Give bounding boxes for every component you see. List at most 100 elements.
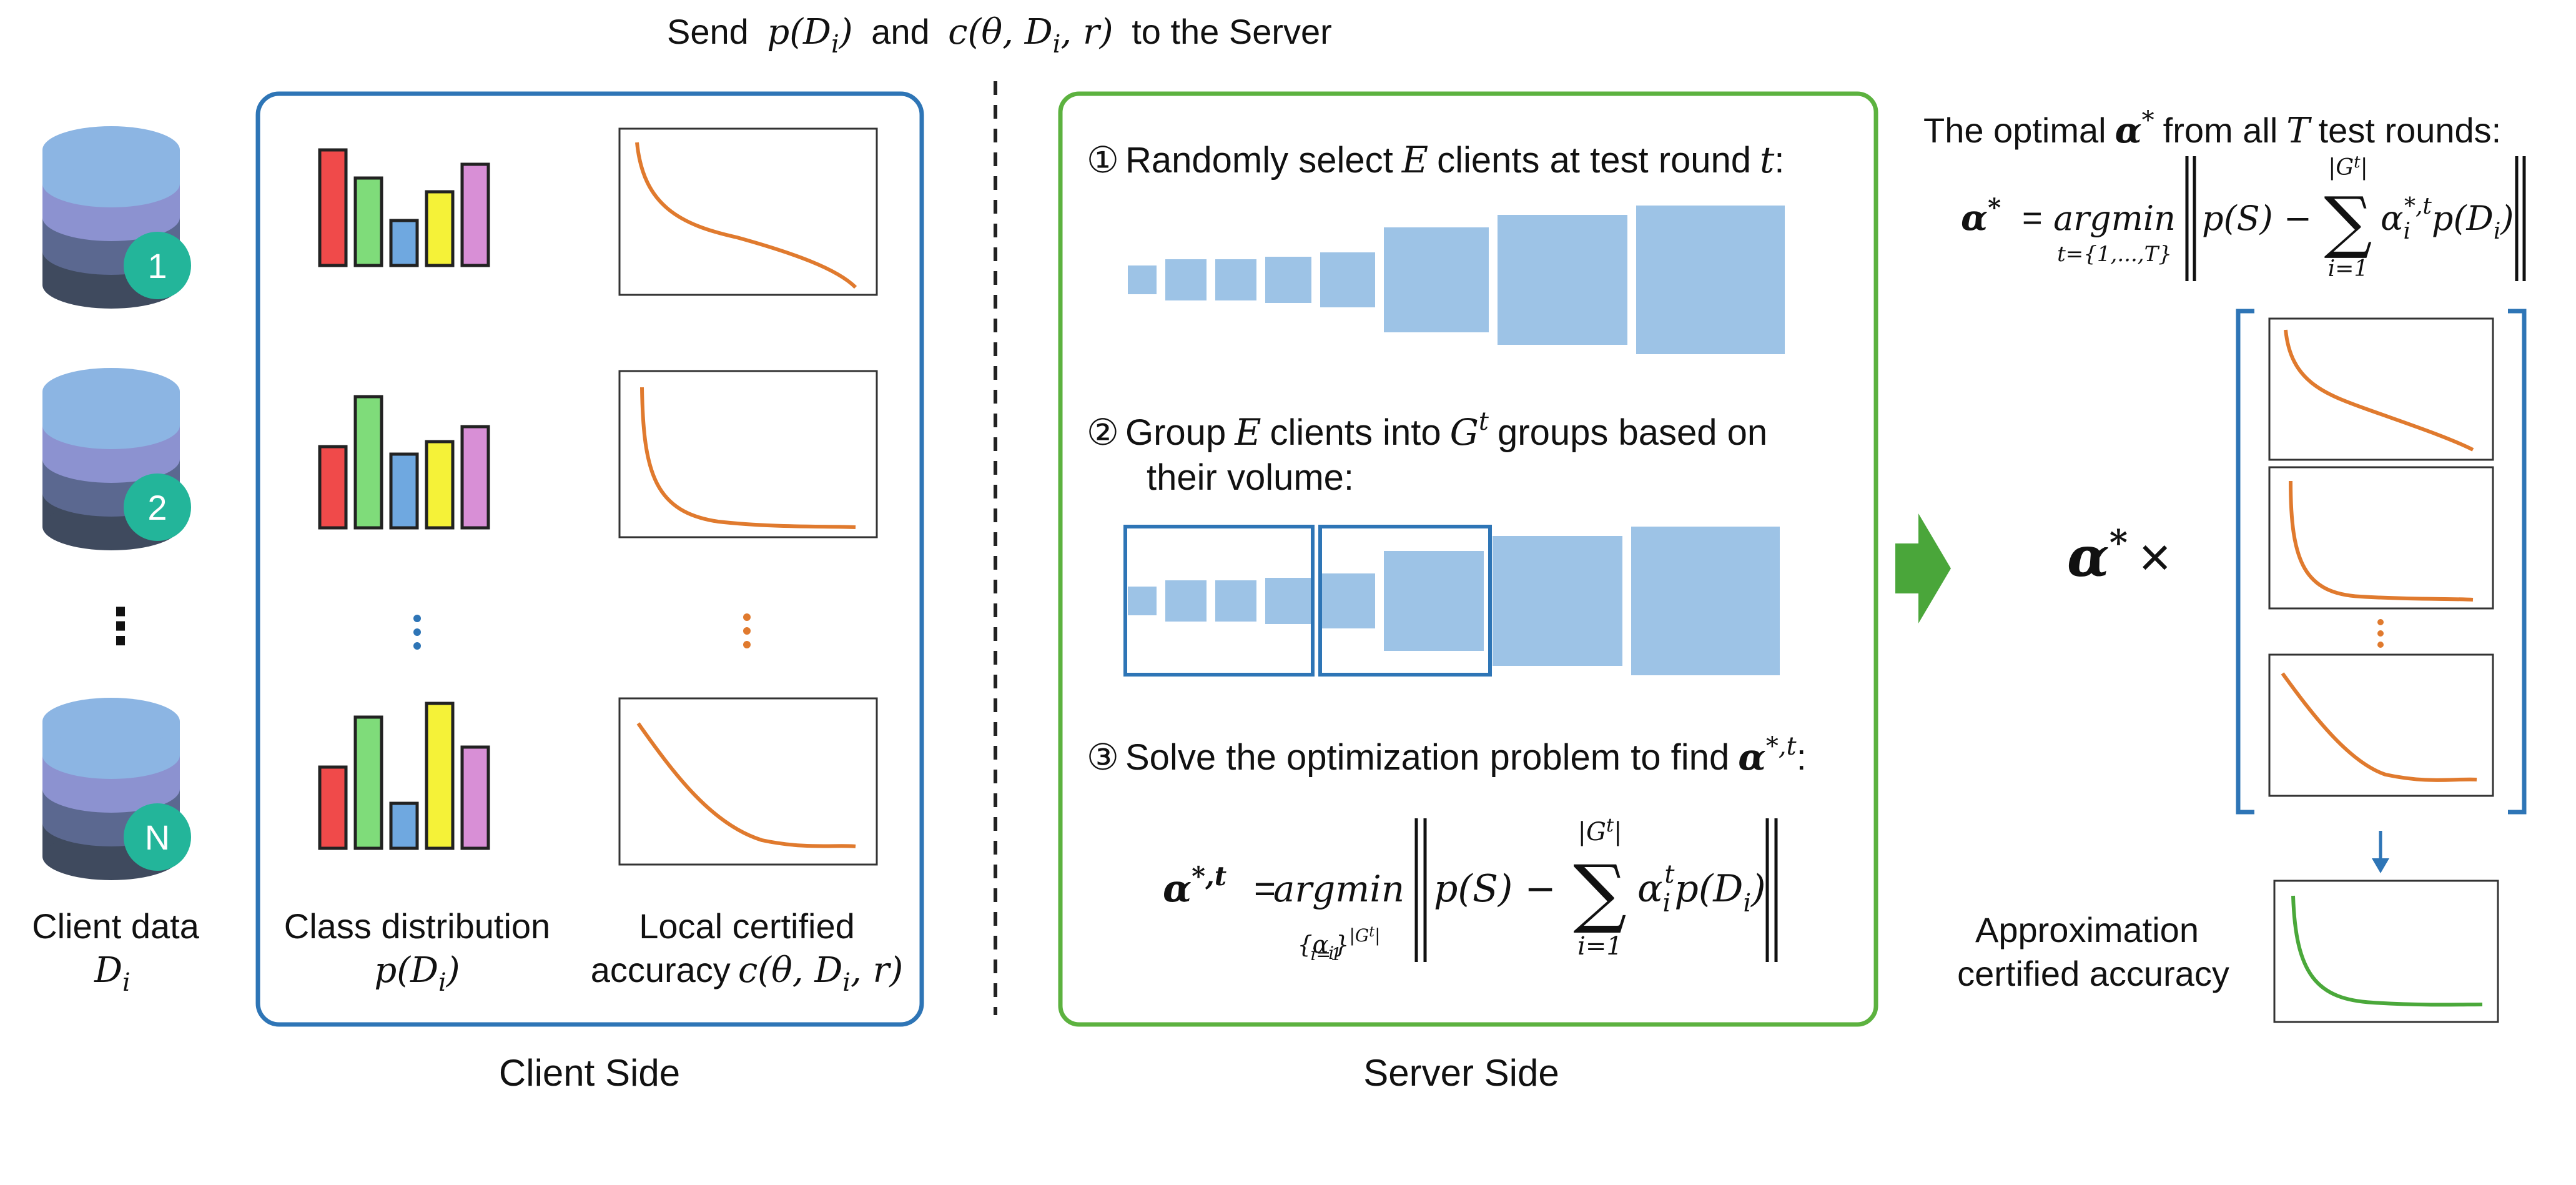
header-text: Send p(Di) and c(θ, Di, r) to the Server (667, 12, 1332, 59)
server-argmin-sub-close: } (1334, 931, 1349, 958)
class-bar (318, 765, 348, 850)
client-badge (124, 232, 191, 299)
right-term-sub: i (2403, 219, 2411, 244)
class-dist-sub: i (438, 968, 447, 997)
class-dist-p: p(D (374, 950, 438, 991)
step1-b: clients at test round (1437, 140, 1751, 181)
local-acc-sub: i (842, 968, 851, 997)
approximation-curve (2291, 895, 2483, 1007)
class-bar (318, 445, 348, 530)
right-term-close: ) (2500, 199, 2514, 238)
server-term-close: ) (1750, 867, 1765, 911)
right-eq-ps: p(S) − (2202, 199, 2312, 238)
local-accuracy-plots (618, 127, 878, 866)
server-sum-top-close: | (1614, 818, 1622, 846)
approx-label-2: certified accuracy (1957, 954, 2229, 993)
client-volume-square (1320, 573, 1375, 628)
server-eq-term: αitp(Di) (1637, 860, 1766, 918)
server-term-sub: i (1663, 889, 1671, 918)
local-accuracy-curve-3 (636, 722, 856, 848)
server-eq-alpha: α (1163, 867, 1192, 911)
client-volume-square (1265, 257, 1311, 303)
group-box-2 (1318, 525, 1492, 677)
right-eq-term: αi*,tp(Di) (2381, 194, 2514, 244)
bracket-ellipsis (2377, 619, 2384, 648)
step2-b: clients into (1270, 412, 1441, 453)
step1-num: ① (1087, 140, 1119, 181)
server-equation: α*,t = argmin {αi}|Gt|i=1 p(S) − ∑ |Gt| … (1163, 815, 1778, 964)
bracket-left (2236, 309, 2254, 815)
client-volume-square (1636, 206, 1785, 354)
step3-num: ③ (1087, 737, 1119, 778)
right-eq-alpha: α (1961, 197, 1988, 239)
right-eq-sum-top: |Gt| (2328, 153, 2367, 181)
client-volume-square (1631, 527, 1780, 675)
server-eq-sum: ∑ (1573, 850, 1627, 936)
header-p-di-sub: i (831, 30, 839, 59)
alpha-times: α* × (2067, 522, 2171, 589)
header-p-di-close: ) (839, 12, 853, 52)
optimal-sup: * (2142, 106, 2154, 135)
bracket-curve-2 (2289, 480, 2474, 602)
client-volume-square (1165, 259, 1207, 300)
class-distribution-chart (318, 395, 490, 530)
server-argmin-sub-i: i (1328, 943, 1334, 963)
client-volume-square (1384, 227, 1489, 332)
client-data-var: Di (94, 950, 131, 997)
right-eq-equals: = (2022, 198, 2043, 237)
times-sign: × (2139, 526, 2171, 588)
client-volume-square (1384, 551, 1484, 651)
svg-text:Send p(Di) and: Send p(Di) and c(θ, Di, r) to the Server (667, 12, 1332, 59)
server-argmin-sub-sup: |G (1349, 925, 1369, 946)
client-volume-square (1493, 536, 1622, 666)
clients-ellipsis: ⋮ (96, 598, 146, 654)
right-sum-top-a: |G (2328, 155, 2354, 181)
client-volume-square (1265, 578, 1311, 624)
client-volume-square (1128, 587, 1157, 615)
header-suffix: to the Server (1132, 12, 1332, 51)
bracket-plot-2 (2268, 466, 2494, 610)
client-volume-square (1128, 265, 1157, 294)
class-bar (425, 440, 455, 530)
times-alpha: α (2067, 524, 2110, 589)
client-side-label: Client Side (499, 1052, 680, 1094)
step3-end: : (1797, 737, 1807, 778)
class-distribution-charts (318, 148, 490, 850)
class-distribution-chart (318, 148, 490, 267)
optimal-b: from all (2163, 111, 2278, 150)
server-argmin-sub-lower: i=1 (1311, 944, 1342, 964)
client-data-var-d: D (94, 950, 122, 991)
client-badge (124, 474, 191, 541)
step3-alpha: α (1738, 736, 1766, 778)
right-eq-sup: * (1988, 193, 2001, 222)
server-eq-lhs: α*,t (1163, 861, 1226, 911)
step2-num: ② (1087, 412, 1119, 453)
class-bar (318, 148, 348, 267)
class-bar (425, 190, 455, 267)
client-badge-label: 1 (147, 246, 167, 285)
step2-a: Group (1125, 412, 1226, 453)
server-term-p: p(D (1674, 867, 1743, 911)
local-accuracy-plot-1 (618, 127, 878, 296)
times-sup: * (2110, 522, 2128, 563)
optimal-c: test rounds: (2319, 111, 2502, 150)
step1-var: E (1401, 139, 1428, 181)
step2-var: E (1234, 411, 1261, 454)
bracket-right (2508, 309, 2527, 815)
right-eq-argmin-sub: t={1,...,T} (2057, 242, 2172, 267)
server-eq-sum-top: |Gt| (1578, 815, 1622, 846)
server-argmin-sub-a: {α (1297, 931, 1328, 958)
right-sum-top-close: | (2361, 155, 2368, 181)
client-data-var-sub: i (122, 968, 131, 997)
class-bar (460, 425, 490, 530)
class-distribution-var: p(Di) (374, 950, 460, 997)
class-bar (353, 176, 383, 267)
server-eq-sup: *,t (1192, 861, 1226, 891)
server-eq-ps: p(S) − (1434, 867, 1556, 911)
client-badge-label: 2 (147, 488, 167, 527)
header-and: and (871, 12, 929, 51)
database-icon: N (42, 698, 191, 880)
